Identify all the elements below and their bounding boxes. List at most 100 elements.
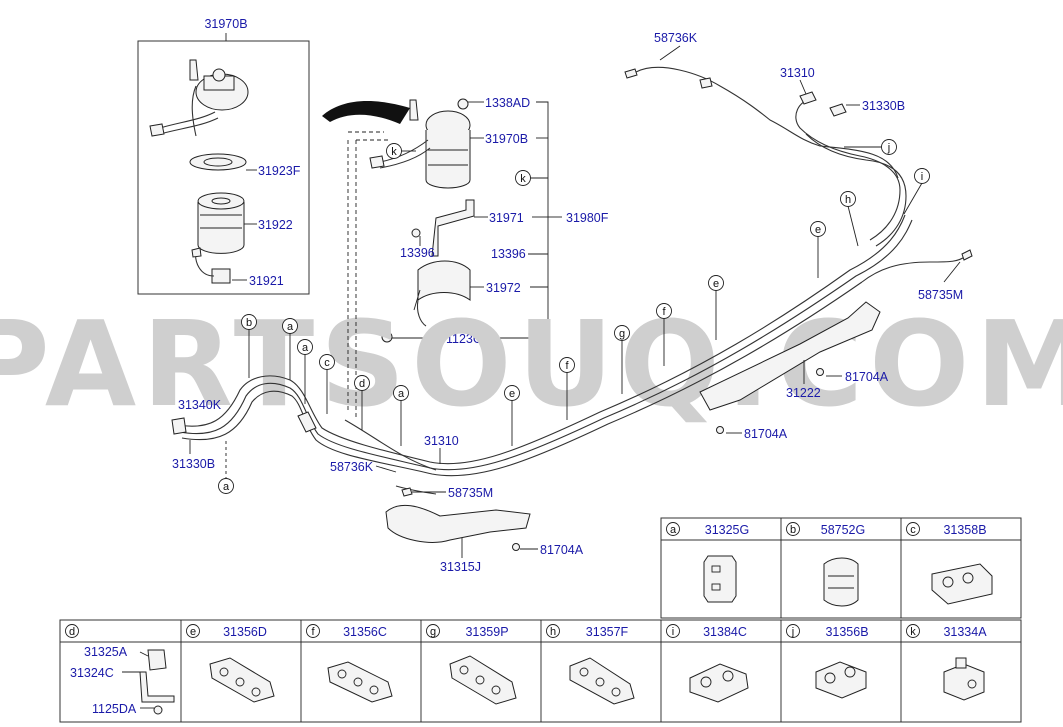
label-1338AD[interactable]: 1338AD [485, 96, 530, 110]
legend-cell-c[interactable]: c 31358B [906, 522, 993, 605]
label-31970B[interactable]: 31970B [485, 132, 528, 146]
svg-text:a: a [302, 342, 309, 354]
svg-text:31356B: 31356B [825, 625, 868, 639]
svg-text:58752G: 58752G [821, 523, 865, 537]
callout-f1: f [559, 357, 575, 420]
svg-text:d: d [359, 378, 365, 390]
group-bracket-line [494, 101, 549, 339]
legend-d-1125DA: 1125DA [92, 702, 137, 716]
legend-cell-f[interactable]: f 31356C [306, 624, 393, 703]
svg-text:31359P: 31359P [465, 625, 508, 639]
svg-text:31384C: 31384C [703, 625, 747, 639]
callout-j: j [844, 139, 897, 155]
svg-text:e: e [509, 388, 515, 400]
legend-d-31325A: 31325A [84, 645, 128, 659]
label-13396-a[interactable]: 13396 [400, 246, 435, 260]
label-58736K-top[interactable]: 58736K [654, 31, 698, 45]
bottom-protector-31315J [385, 504, 531, 543]
label-31923F[interactable]: 31923F [258, 164, 301, 178]
callout-k1: k [386, 143, 416, 159]
callout-e1: e [504, 385, 520, 446]
svg-text:e: e [713, 278, 719, 290]
legend-cell-h[interactable]: h 31357F [546, 624, 635, 705]
svg-text:g: g [430, 626, 436, 638]
label-31310-top[interactable]: 31310 [780, 66, 815, 80]
legend-cell-d[interactable]: d 31325A 31324C 1125DA [65, 624, 175, 717]
legend-cell-b[interactable]: b 58752G [786, 522, 866, 607]
fuel-filter-assembly [369, 98, 471, 189]
callout-g: g [614, 325, 630, 394]
legend-top-row: a 31325G b 58752G c 31358B [660, 517, 1022, 619]
callout-a4: a [218, 441, 234, 494]
label-31222[interactable]: 31222 [786, 386, 821, 400]
svg-text:k: k [910, 626, 916, 638]
label-13396-b[interactable]: 13396 [491, 247, 526, 261]
legend-cell-k[interactable]: k 31334A [906, 624, 988, 701]
svg-text:31356D: 31356D [223, 625, 267, 639]
legend-cell-e[interactable]: e 31356D [186, 624, 275, 703]
protector-31222 [699, 301, 881, 411]
svg-text:31357F: 31357F [586, 625, 629, 639]
svg-text:c: c [324, 357, 330, 369]
svg-text:j: j [791, 626, 794, 638]
svg-text:g: g [619, 328, 625, 340]
svg-text:e: e [815, 224, 821, 236]
label-31971[interactable]: 31971 [489, 211, 524, 225]
label-31970B-top[interactable]: 31970B [204, 17, 247, 31]
svg-text:i: i [672, 626, 674, 638]
label-31330B[interactable]: 31330B [172, 457, 215, 471]
label-81704A-c[interactable]: 81704A [744, 427, 788, 441]
label-58736K[interactable]: 58736K [330, 460, 374, 474]
filter-cartridge [197, 192, 245, 254]
legend-cell-a[interactable]: a 31325G [666, 522, 750, 603]
svg-text:k: k [391, 146, 397, 158]
water-sensor [191, 247, 231, 284]
watermark: PARTSOUQ.COM [0, 295, 1063, 433]
label-31972[interactable]: 31972 [486, 281, 521, 295]
label-31340K[interactable]: 31340K [178, 398, 222, 412]
callout-f2: f [656, 303, 672, 366]
svg-text:f: f [311, 626, 315, 638]
legend-cell-j[interactable]: j 31356B [786, 624, 869, 699]
bolt-1123GF [381, 331, 393, 343]
main-fuel-lines [171, 66, 973, 497]
callout-k2: k [515, 170, 548, 186]
label-81704A-a[interactable]: 81704A [540, 543, 584, 557]
svg-text:k: k [520, 173, 526, 185]
filter-band [413, 260, 471, 327]
callout-c: c [319, 354, 335, 414]
callouts: b a a c d a e f g f e e h j i k k a [218, 139, 930, 494]
svg-text:f: f [565, 360, 569, 372]
svg-text:h: h [845, 194, 851, 206]
label-31980F[interactable]: 31980F [566, 211, 609, 225]
label-58735M-right[interactable]: 58735M [918, 288, 963, 302]
svg-text:31358B: 31358B [943, 523, 986, 537]
svg-text:b: b [246, 317, 252, 329]
svg-text:j: j [887, 142, 890, 154]
svg-text:e: e [190, 626, 196, 638]
svg-text:c: c [910, 524, 916, 536]
label-58735M[interactable]: 58735M [448, 486, 493, 500]
callout-a1: a [282, 318, 298, 380]
filter-bracket [431, 199, 475, 257]
label-31310[interactable]: 31310 [424, 434, 459, 448]
label-1123GF[interactable]: 1123GF [446, 332, 491, 346]
svg-text:a: a [670, 524, 677, 536]
bracket-bolt [411, 228, 421, 238]
label-31921[interactable]: 31921 [249, 274, 284, 288]
callout-i: i [903, 168, 930, 215]
svg-text:31356C: 31356C [343, 625, 387, 639]
callout-a2: a [297, 339, 313, 404]
legend-cell-g[interactable]: g 31359P [426, 624, 517, 705]
legend-bottom-row: d 31325A 31324C 1125DA e 31356D f 31356C… [59, 619, 1022, 723]
legend-cell-i[interactable]: i 31384C [666, 624, 749, 703]
svg-text:f: f [662, 306, 666, 318]
callout-h: h [840, 191, 859, 247]
svg-text:d: d [69, 626, 75, 638]
label-31922[interactable]: 31922 [258, 218, 293, 232]
label-31330B-top[interactable]: 31330B [862, 99, 905, 113]
callout-e2: e [708, 275, 724, 340]
label-81704A-b[interactable]: 81704A [845, 370, 889, 384]
label-31315J[interactable]: 31315J [440, 560, 481, 574]
